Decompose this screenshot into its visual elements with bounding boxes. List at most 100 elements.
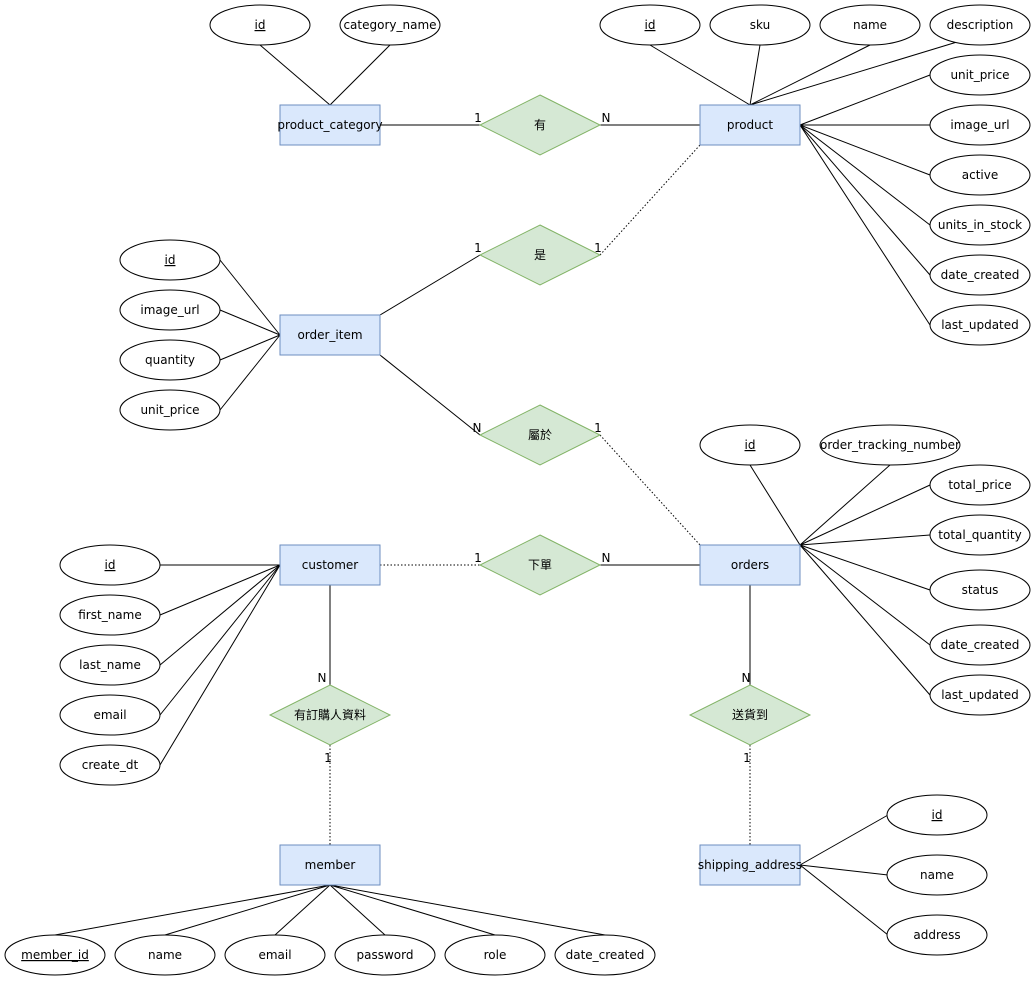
- attr-order-item-quantity: quantity: [119, 339, 221, 381]
- relationship-label: 有: [534, 118, 546, 132]
- attr-label: name: [148, 948, 182, 962]
- attr-orders-status: status: [929, 569, 1031, 611]
- attr-label: id: [645, 18, 656, 32]
- relationship-label: 屬於: [528, 427, 552, 442]
- attr-label: last_updated: [941, 688, 1019, 702]
- attr-product-description: description: [929, 4, 1031, 46]
- attr-label: quantity: [145, 353, 195, 367]
- attr-shipping-address-name: name: [886, 854, 988, 896]
- attr-label: name: [920, 868, 954, 882]
- relationship-label: 下單: [528, 558, 552, 572]
- attr-label: total_price: [948, 478, 1011, 492]
- relationship-purchase-info: 有訂購人資料: [268, 684, 392, 746]
- attr-label: email: [93, 708, 126, 722]
- entity-shipping-address: shipping_address: [698, 844, 802, 886]
- attr-shipping-address-id: id: [886, 794, 988, 836]
- attr-product-category-id: id: [209, 4, 311, 46]
- relationship-is: 是: [478, 224, 602, 286]
- attr-order-item-id: id: [119, 239, 221, 281]
- attr-label: unit_price: [140, 403, 199, 417]
- attr-product-units-in-stock: units_in_stock: [929, 204, 1031, 246]
- entity-label: shipping_address: [698, 858, 802, 872]
- attr-label: description: [947, 18, 1014, 32]
- attr-label: date_created: [566, 948, 645, 962]
- attr-label: name: [853, 18, 887, 32]
- entity-product-category: product_category: [277, 104, 383, 146]
- relationship-label: 送貨到: [732, 707, 768, 722]
- attr-label: active: [962, 168, 998, 182]
- cardinality-one: 1: [474, 111, 482, 125]
- attr-orders-last-updated: last_updated: [929, 674, 1031, 716]
- attr-label: id: [105, 558, 116, 572]
- attr-label: first_name: [78, 608, 141, 622]
- relationship-label: 是: [534, 248, 546, 262]
- cardinality-one: 1: [743, 751, 751, 765]
- attr-label: unit_price: [950, 68, 1009, 82]
- attr-member-password: password: [334, 934, 436, 976]
- attr-customer-id: id: [59, 544, 161, 586]
- attr-label: sku: [750, 18, 770, 32]
- relationship-label: 有訂購人資料: [294, 707, 366, 722]
- attr-order-item-unit-price: unit_price: [119, 389, 221, 431]
- attr-orders-total-price: total_price: [929, 464, 1031, 506]
- attr-customer-first-name: first_name: [59, 594, 161, 636]
- relationship-belongs: 屬於: [478, 404, 602, 466]
- attr-label: id: [745, 438, 756, 452]
- relationship-has: 有: [478, 94, 602, 156]
- attr-product-id: id: [599, 4, 701, 46]
- attr-member-id: member_id: [4, 934, 106, 976]
- cardinality-one: 1: [474, 551, 482, 565]
- attr-orders-date-created: date_created: [929, 624, 1031, 666]
- cardinality-many: N: [742, 671, 751, 685]
- cardinality-one: 1: [594, 241, 602, 255]
- attr-label: order_tracking_number: [820, 438, 960, 452]
- cardinality-many: N: [318, 671, 327, 685]
- attr-label: date_created: [941, 268, 1020, 282]
- attr-label: status: [962, 583, 999, 597]
- cardinality-one: 1: [474, 241, 482, 255]
- attr-product-unit-price: unit_price: [929, 54, 1031, 96]
- attr-label: create_dt: [82, 758, 139, 772]
- attr-orders-id: id: [699, 424, 801, 466]
- attr-orders-tracking-number: order_tracking_number: [819, 424, 961, 466]
- attr-member-role: role: [444, 934, 546, 976]
- entity-label: product: [727, 118, 773, 132]
- entity-customer: customer: [279, 544, 381, 586]
- cardinality-many: N: [602, 111, 611, 125]
- attr-label: units_in_stock: [938, 218, 1022, 232]
- attr-member-name: name: [114, 934, 216, 976]
- entity-label: customer: [302, 558, 359, 572]
- attr-order-item-image-url: image_url: [119, 289, 221, 331]
- entity-product: product: [699, 104, 801, 146]
- attr-label: id: [165, 253, 176, 267]
- entity-member: member: [279, 844, 381, 886]
- cardinality-one: 1: [324, 751, 332, 765]
- attr-label: last_name: [79, 658, 141, 672]
- entity-label: order_item: [297, 328, 362, 342]
- entity-label: member: [305, 858, 356, 872]
- connectors: [54, 34, 981, 936]
- attr-label: member_id: [21, 948, 89, 962]
- attr-label: image_url: [950, 118, 1009, 132]
- attr-product-category-name: category_name: [339, 4, 441, 46]
- attr-product-last-updated: last_updated: [929, 304, 1031, 346]
- attr-customer-email: email: [59, 694, 161, 736]
- cardinality-one: 1: [594, 421, 602, 435]
- attr-product-sku: sku: [709, 4, 811, 46]
- attr-member-date-created: date_created: [554, 934, 656, 976]
- attr-product-active: active: [929, 154, 1031, 196]
- cardinality-many: N: [602, 551, 611, 565]
- cardinality-many: N: [473, 421, 482, 435]
- attr-label: address: [913, 928, 960, 942]
- attr-customer-create-dt: create_dt: [59, 744, 161, 786]
- attr-product-image-url: image_url: [929, 104, 1031, 146]
- attr-label: date_created: [941, 638, 1020, 652]
- attr-customer-last-name: last_name: [59, 644, 161, 686]
- attr-label: role: [484, 948, 507, 962]
- relationship-place-order: 下單: [478, 534, 602, 596]
- entity-label: orders: [731, 558, 769, 572]
- attr-label: id: [255, 18, 266, 32]
- attr-label: category_name: [343, 18, 436, 32]
- cardinality-labels: 1 N 1 1 N 1 1 N N 1 N 1: [318, 111, 751, 765]
